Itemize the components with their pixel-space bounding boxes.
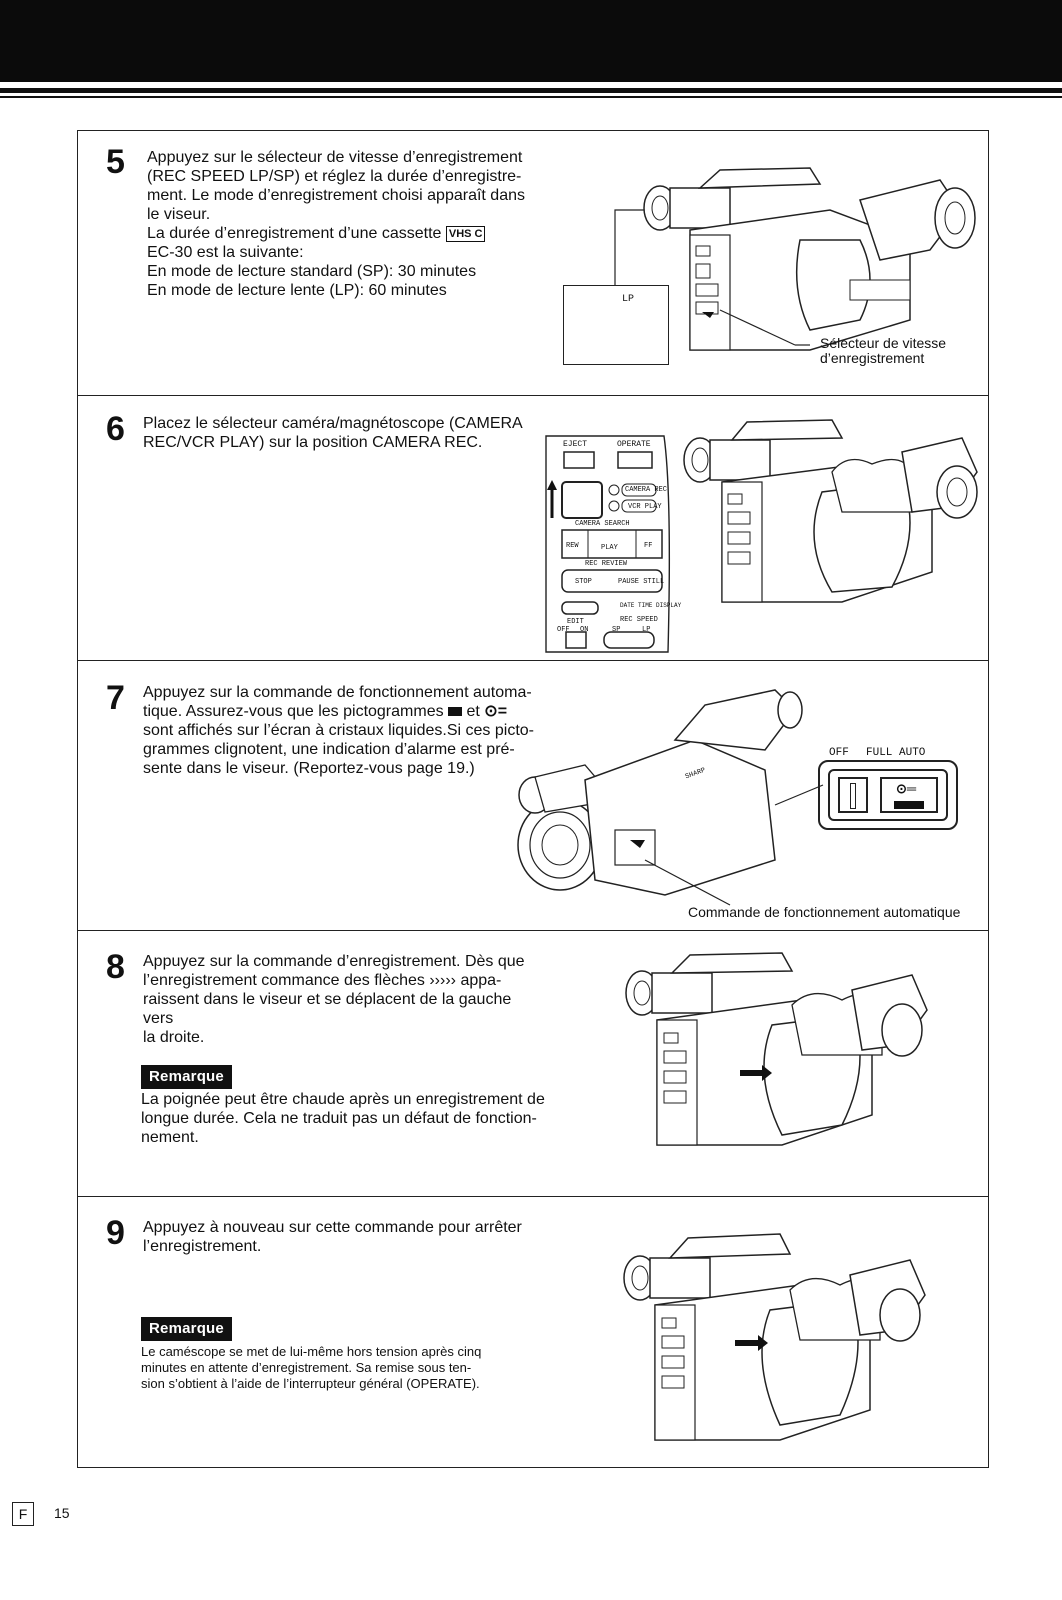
text-line: l’enregistrement. (143, 1238, 262, 1255)
camcorder-illustration-5 (623, 1233, 926, 1441)
instruction-frame (77, 130, 989, 1468)
header-rule (0, 88, 1062, 93)
switch-slider (838, 777, 868, 813)
full-auto-switch[interactable]: ⊙═ (818, 760, 958, 830)
text-line: En mode de lecture lente (LP): 60 minute… (147, 282, 447, 299)
camera-icon (894, 801, 924, 809)
section-divider (77, 395, 989, 396)
panel-camera-search-label: CAMERA SEARCH (575, 520, 630, 528)
text-et: et (466, 703, 480, 720)
text-line: tique. Assurez-vous que les pictogrammes (143, 703, 444, 720)
switch-off-label: OFF (829, 747, 849, 759)
viewfinder-display: LP (563, 285, 669, 365)
panel-lp-label: LP (642, 626, 651, 634)
panel-off-label: OFF (557, 626, 570, 634)
panel-vcr-play-label: VCR PLAY (628, 503, 662, 511)
caption-auto-mode: Commande de fonctionnement automatique (688, 904, 961, 920)
text-line: sion s’obtient à l’aide de l’interrupteu… (141, 1376, 480, 1391)
step-text: Appuyez sur le sélecteur de vitesse d’en… (147, 148, 547, 300)
section-divider (77, 660, 989, 661)
panel-stop-label: STOP (575, 578, 592, 586)
section-divider (77, 930, 989, 931)
text-line: le viseur. (147, 206, 211, 223)
text-line: (REC SPEED LP/SP) et réglez la durée d’e… (147, 168, 522, 185)
panel-on-label: ON (580, 626, 589, 634)
text-line: nement. (141, 1129, 199, 1146)
camcorder-illustration-1 (614, 167, 976, 351)
switch-housing: ⊙═ (828, 769, 948, 821)
text-line: Appuyez à nouveau sur cette commande pou… (143, 1219, 522, 1236)
panel-edit-label: EDIT (567, 618, 584, 626)
section-divider (77, 1196, 989, 1197)
panel-rec-review-label: REC REVIEW (585, 560, 628, 568)
step-text: Appuyez sur la commande d’enregistrement… (143, 952, 543, 1047)
text-line: REC/VCR PLAY) sur la position CAMERA REC… (143, 434, 483, 451)
panel-rew-label: REW (566, 542, 579, 550)
remark-label: Remarque (141, 1065, 232, 1089)
full-auto-pictogram-icon (448, 707, 463, 717)
camcorder-illustration-2 (683, 419, 978, 603)
text-line: grammes clignotent, une indication d’ala… (143, 741, 515, 758)
viewfinder-lp-label: LP (622, 294, 635, 305)
text-line: Placez le sélecteur caméra/magnétoscope … (143, 415, 523, 432)
text-line: Le caméscope se met de lui-même hors ten… (141, 1344, 482, 1359)
panel-eject-label: EJECT (563, 440, 588, 449)
remark-text: Le caméscope se met de lui-même hors ten… (141, 1344, 561, 1392)
switch-notch (850, 783, 856, 809)
text-line: raissent dans le viseur et se déplacent … (143, 991, 512, 1027)
panel-operate-label: OPERATE (617, 440, 651, 449)
language-indicator: F (12, 1502, 34, 1526)
text-line: la droite. (143, 1029, 205, 1046)
remark-label: Remarque (141, 1317, 232, 1341)
camcorder-illustration-3 (517, 689, 824, 906)
step-number: 8 (106, 948, 125, 986)
camcorder-illustration-4 (625, 952, 928, 1146)
text-line: longue durée. Cela ne traduit pas un déf… (141, 1110, 537, 1127)
text-line: Appuyez sur le sélecteur de vitesse d’en… (147, 149, 523, 166)
panel-date-time-label: DATE TIME DISPLAY (620, 602, 682, 609)
key-icon: ⊙═ (896, 781, 917, 796)
page-number: 15 (54, 1505, 70, 1521)
panel-sp-label: SP (612, 626, 621, 634)
panel-play-label: PLAY (601, 544, 618, 552)
text-line: l’enregistrement commance des flèches ››… (143, 972, 502, 989)
switch-full-auto-label: FULL AUTO (866, 747, 926, 759)
step-number: 7 (106, 679, 125, 717)
switch-icon-panel: ⊙═ (880, 777, 938, 813)
caption-rec-speed: Sélecteur de vitesse d’enregistrement (820, 336, 946, 366)
header-band (0, 0, 1062, 82)
text-line: sont affichés sur l’écran à cristaux liq… (143, 722, 534, 739)
text-line: Appuyez sur la commande d’enregistrement… (143, 953, 525, 970)
text-line: Appuyez sur la commande de fonctionnemen… (143, 684, 532, 701)
step-number: 9 (106, 1214, 125, 1252)
text-line: minutes en attente d’enregistrement. Sa … (141, 1360, 472, 1375)
text-line: La poignée peut être chaude après un enr… (141, 1091, 545, 1108)
step-text: Appuyez à nouveau sur cette commande pou… (143, 1218, 543, 1256)
text-line: En mode de lecture standard (SP): 30 min… (147, 263, 477, 280)
header-rule-thin (0, 96, 1062, 98)
text-line: ment. Le mode d’enregistrement choisi ap… (147, 187, 525, 204)
step-text: Placez le sélecteur caméra/magnétoscope … (143, 414, 533, 452)
step-number: 6 (106, 410, 125, 448)
panel-pause-still-label: PAUSE STILL (618, 578, 665, 586)
vhs-c-logo: VHS C (445, 225, 486, 242)
panel-ff-label: FF (644, 542, 653, 550)
text-line: EC-30 est la suivante: (147, 244, 304, 261)
step-number: 5 (106, 143, 125, 181)
panel-camera-rec-label: CAMERA REC (625, 486, 668, 494)
caption-line: d’enregistrement (820, 350, 925, 366)
key-pictogram-icon: ⊙= (484, 703, 508, 720)
text-line: La durée d’enregistrement d’une cassette (147, 225, 442, 242)
step-text: Appuyez sur la commande de fonctionnemen… (143, 683, 543, 778)
caption-line: Sélecteur de vitesse (820, 335, 947, 351)
control-panel-illustration (545, 435, 671, 653)
panel-rec-speed-label: REC SPEED (620, 616, 658, 624)
remark-text: La poignée peut être chaude après un enr… (141, 1090, 561, 1147)
text-line: sente dans le viseur. (Reportez-vous pag… (143, 760, 475, 777)
